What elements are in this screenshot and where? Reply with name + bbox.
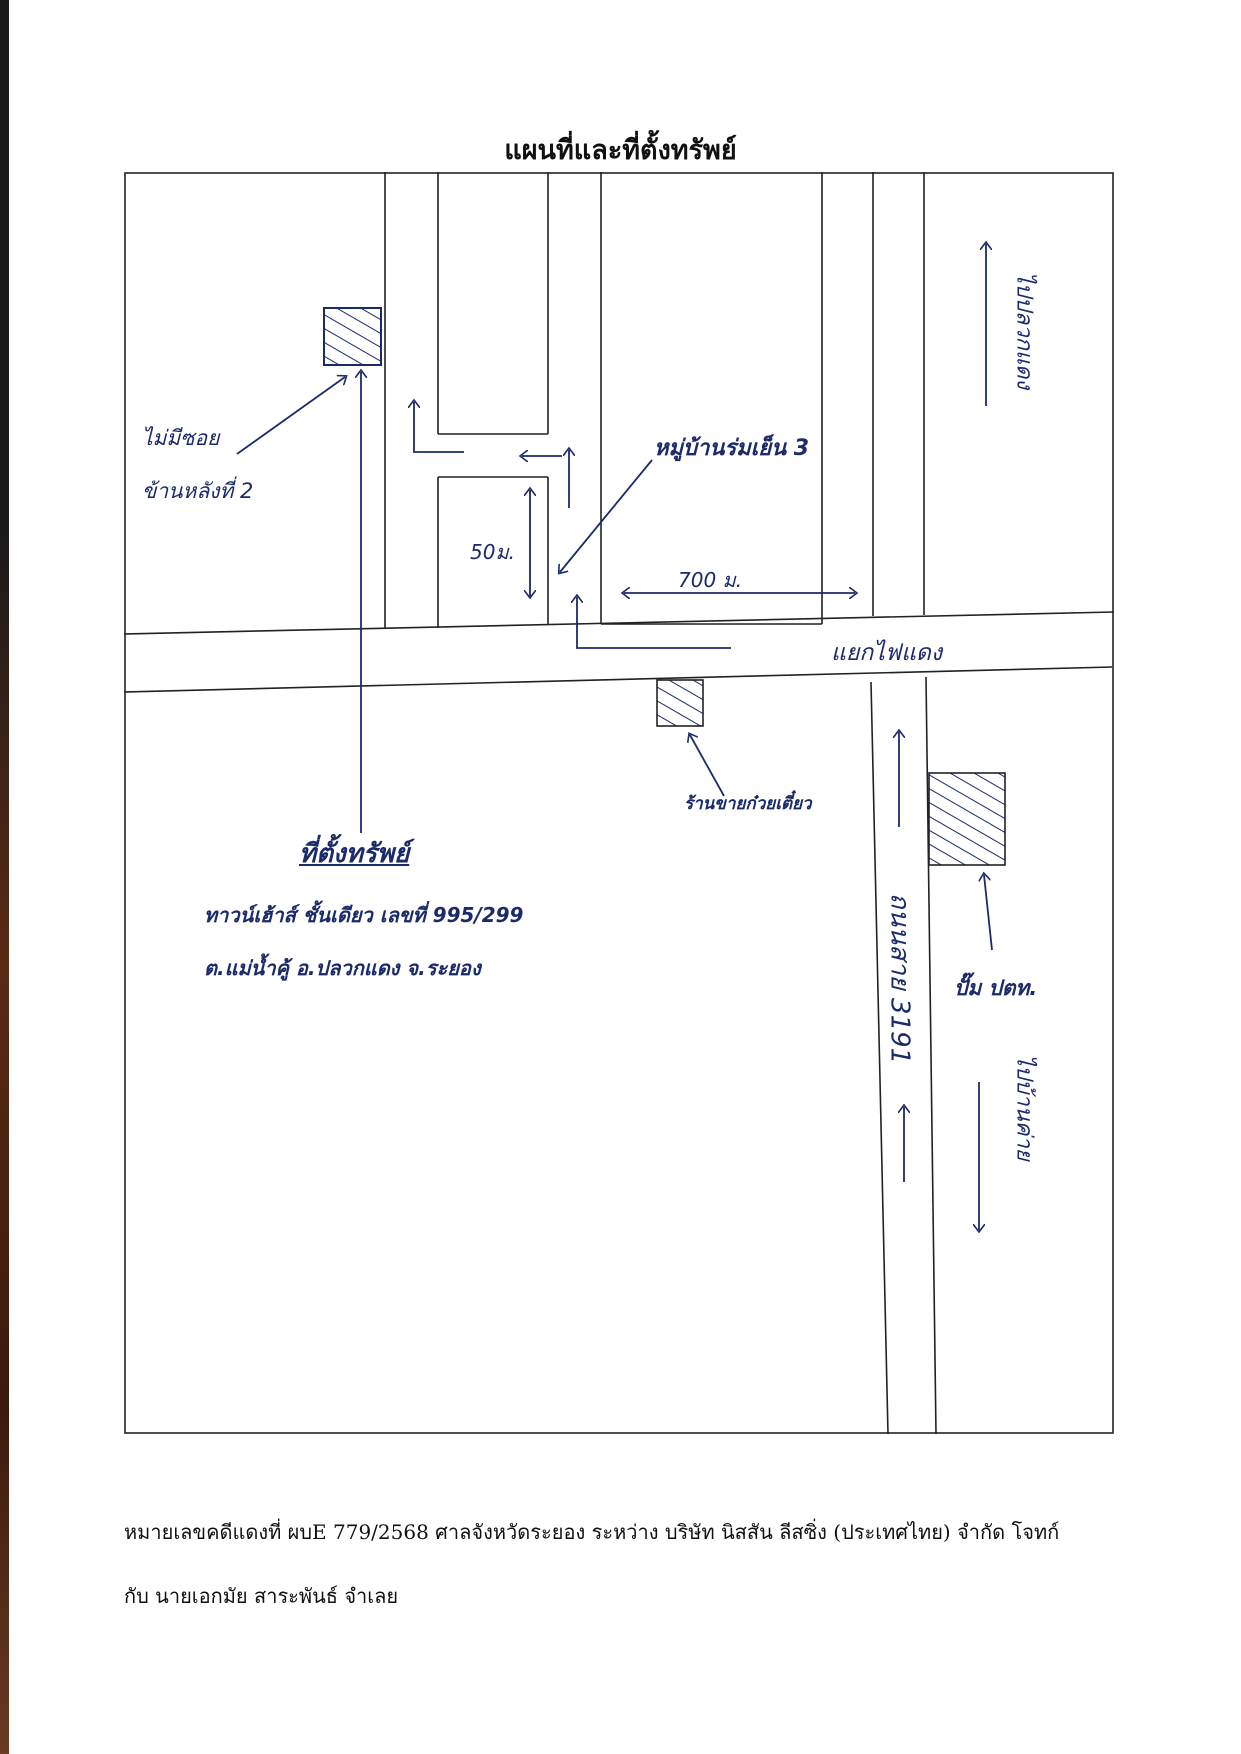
soi-roads [384, 172, 823, 629]
property-address-line2: ต.แม่น้ำคู้ อ.ปลวกแดง จ.ระยอง [204, 956, 481, 980]
to-ban-khai-label: ไปบ้านค่าย [1011, 1054, 1037, 1161]
scan-edge [0, 0, 9, 1754]
traffic-arrows [899, 244, 986, 1230]
route-arrows [361, 372, 731, 833]
gas-station-label: ปั๊ม ปตท. [954, 976, 1038, 1000]
highway-3191 [870, 172, 937, 1434]
location-map: ไม่มีซอย ข้านหลังที่ 2 หมู่บ้านร่มเย็น 3… [124, 172, 1114, 1434]
case-reference-line1: หมายเลขคดีแดงที่ ผบE 779/2568 ศาลจังหวัด… [124, 1520, 1060, 1544]
village-label: หมู่บ้านร่มเย็น 3 [654, 436, 810, 461]
noodle-shop-building [656, 679, 704, 727]
pointer-arrows [236, 377, 993, 951]
main-road [124, 611, 1114, 693]
property-heading: ที่ตั้งทรัพย์ [299, 839, 410, 869]
property-building [323, 307, 382, 366]
soi-note-line1: ไม่มีซอย [142, 426, 220, 450]
junction-label: แยกไฟแดง [831, 640, 943, 666]
distance-700m-label: 700 ม. [678, 568, 743, 592]
case-reference-line2: กับ นายเอกมัย สาระพันธ์ จำเลย [124, 1584, 399, 1608]
page-title: แผนที่และที่ตั้งทรัพย์ [504, 135, 737, 166]
distance-50m-label: 50ม. [470, 540, 515, 564]
map-drawing [124, 172, 1114, 1434]
distance-markers [530, 490, 855, 596]
soi-note-line2: ข้านหลังที่ 2 [142, 479, 254, 503]
highway-3191-label: ถนนสาย 3191 [884, 892, 915, 1065]
noodle-shop-label: ร้านขายก๋วยเตี๋ยว [684, 794, 812, 814]
to-pluak-daeng-label: ไปปลวกแดง [1011, 271, 1037, 390]
property-address-line1: ทาวน์เฮ้าส์ ชั้นเดียว เลขที่ 995/299 [204, 903, 524, 927]
map-border [124, 172, 1114, 1434]
gas-station-building [928, 772, 1006, 866]
